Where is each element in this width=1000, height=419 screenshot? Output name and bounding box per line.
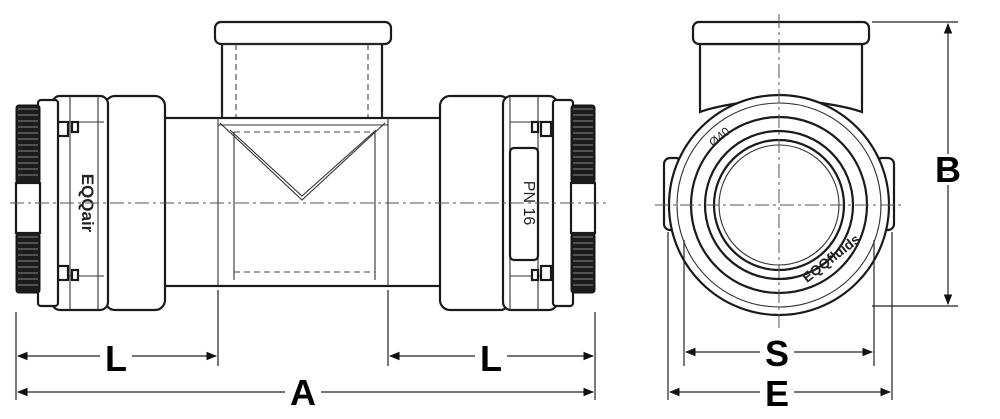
side-view <box>655 14 905 330</box>
dim-label-s: S <box>765 333 789 374</box>
right-union-nut <box>438 94 597 312</box>
left-knurl-top <box>15 104 41 184</box>
front-view-tee: EQQair PN 16 <box>10 20 608 312</box>
dim-label-a: A <box>290 372 316 413</box>
dim-label-b: B <box>935 149 961 190</box>
left-knurl-bottom <box>15 232 41 294</box>
dim-label-l-right: L <box>480 338 502 379</box>
dim-label-l-left: L <box>105 338 127 379</box>
dim-label-e: E <box>765 373 789 414</box>
right-knurl-top <box>570 104 596 184</box>
main-body <box>158 116 444 288</box>
right-knurl-bottom <box>570 232 596 294</box>
branch-socket <box>213 20 393 122</box>
